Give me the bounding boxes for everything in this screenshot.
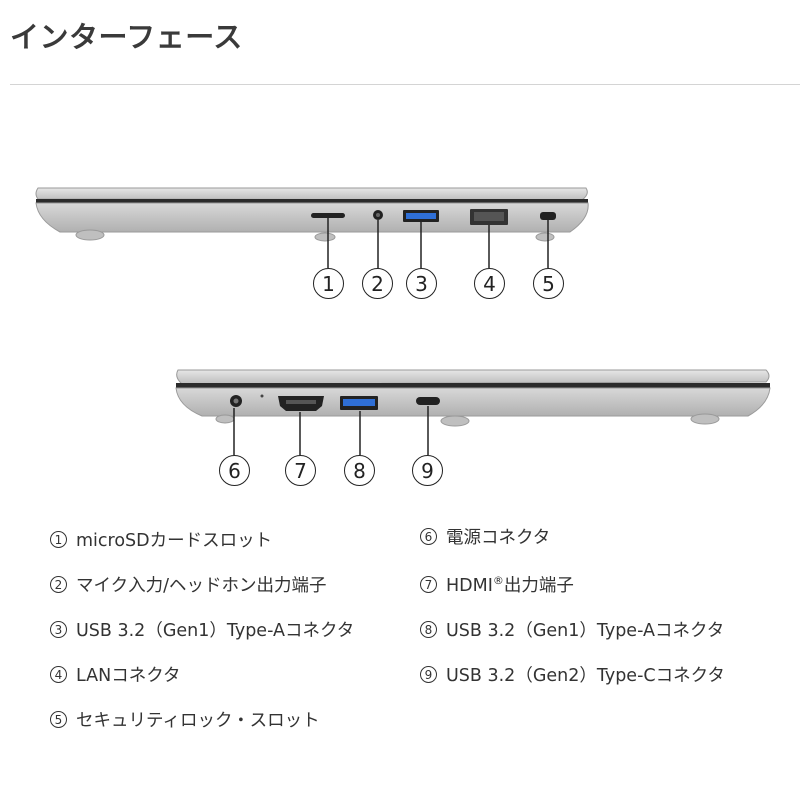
legend-text: マイク入力/ヘッドホン出力端子 [76, 576, 327, 596]
legend-number: 3 [50, 621, 67, 638]
page-title: インターフェース [10, 20, 243, 54]
laptop-left-side-view [175, 369, 771, 455]
legend-text: LANコネクタ [76, 666, 181, 686]
callout-1: 1 [313, 268, 344, 299]
callout-9: 9 [412, 455, 443, 486]
callout-2: 2 [362, 268, 393, 299]
legend-item-8: 8 USB 3.2（Gen1）Type-Aコネクタ [420, 617, 724, 642]
security-lock-slot-icon [540, 212, 556, 220]
legend-item-7: 7 HDMI®出力端子 [420, 572, 574, 597]
legend-number: 5 [50, 711, 67, 728]
legend-number: 6 [420, 528, 437, 545]
laptop-right-side-view [35, 187, 589, 268]
legend-text: USB 3.2（Gen1）Type-Aコネクタ [76, 621, 355, 641]
legend-text: USB 3.2（Gen1）Type-Aコネクタ [446, 621, 725, 641]
legend-item-9: 9 USB 3.2（Gen2）Type-Cコネクタ [420, 662, 725, 687]
callout-8: 8 [344, 455, 375, 486]
legend-number: 2 [50, 576, 67, 593]
callout-3: 3 [406, 268, 437, 299]
legend-item-2: 2 マイク入力/ヘッドホン出力端子 [50, 572, 327, 597]
legend-text: USB 3.2（Gen2）Type-Cコネクタ [446, 666, 725, 686]
microsd-slot-icon [311, 213, 345, 218]
legend-item-5: 5 セキュリティロック・スロット [50, 707, 320, 732]
legend-item-1: 1 microSDカードスロット [50, 527, 272, 552]
legend-text-hdmi: HDMI [446, 576, 493, 596]
legend-text: microSDカードスロット [76, 531, 273, 551]
legend-number: 8 [420, 621, 437, 638]
legend-text-suffix: 出力端子 [503, 576, 574, 596]
legend-number: 4 [50, 666, 67, 683]
legend-item-4: 4 LANコネクタ [50, 662, 181, 687]
legend-text: HDMI®出力端子 [446, 572, 574, 597]
callout-6: 6 [219, 455, 250, 486]
registered-mark: ® [492, 574, 504, 588]
usb-c-port-icon [416, 397, 440, 405]
title-divider [10, 84, 800, 85]
callout-5: 5 [533, 268, 564, 299]
callout-4: 4 [474, 268, 505, 299]
legend-number: 7 [420, 576, 437, 593]
legend-text: 電源コネクタ [446, 528, 551, 548]
legend-item-6: 6 電源コネクタ [420, 524, 550, 549]
callout-7: 7 [285, 455, 316, 486]
legend-number: 1 [50, 531, 67, 548]
legend-text: セキュリティロック・スロット [76, 711, 320, 731]
legend-number: 9 [420, 666, 437, 683]
legend-item-3: 3 USB 3.2（Gen1）Type-Aコネクタ [50, 617, 354, 642]
